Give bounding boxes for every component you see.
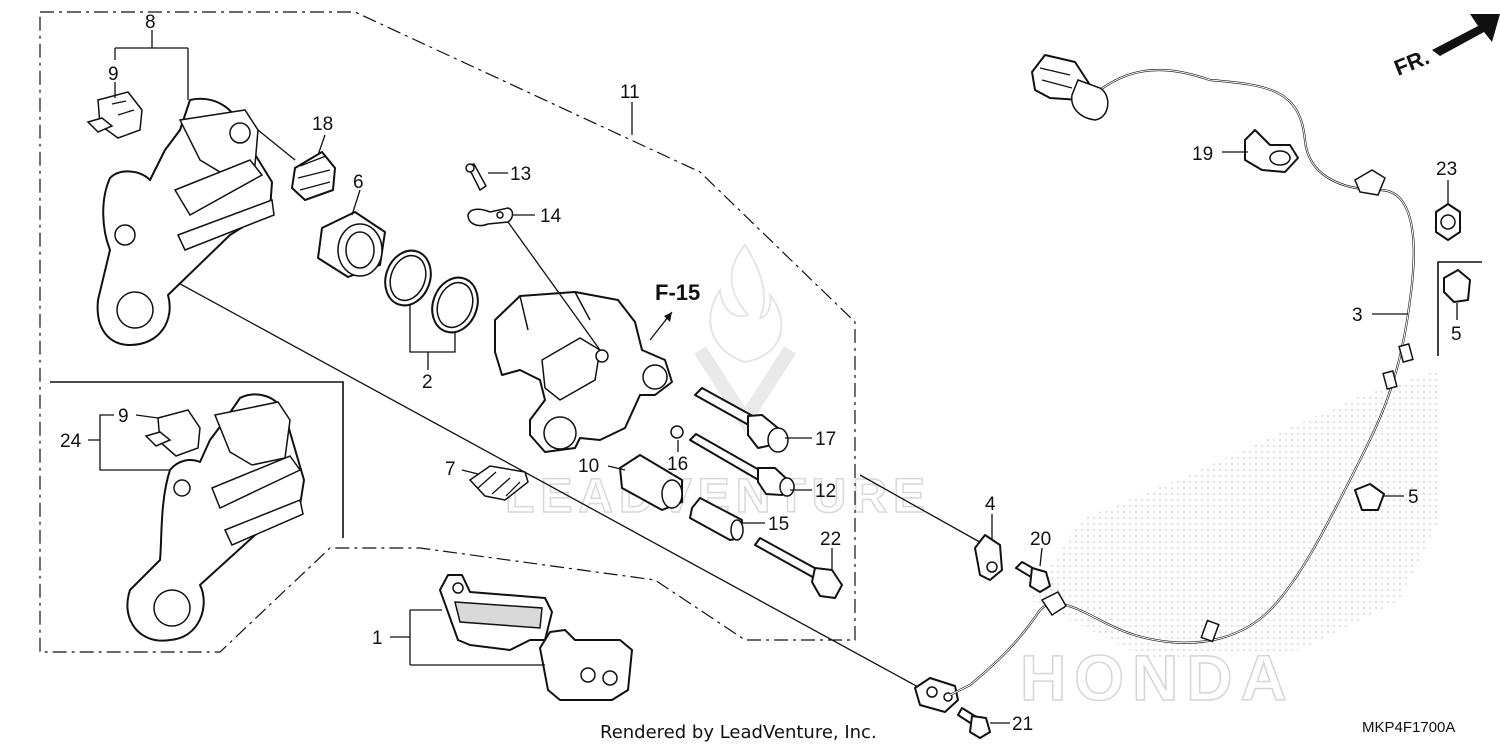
- pad-retainer-part-7: [468, 465, 529, 501]
- clip-part-5-upper: [1443, 269, 1471, 303]
- frame-lines: [39, 11, 1482, 689]
- caliper-body-part-11: [494, 291, 673, 453]
- callout-22: 22: [820, 529, 841, 550]
- callout-7: 7: [445, 459, 456, 480]
- honda-watermark: HONDA: [1020, 642, 1295, 714]
- leader-lines: [88, 30, 1458, 724]
- clamp-bracket-part-4: [974, 534, 1003, 581]
- callout-9-top: 9: [108, 64, 119, 85]
- callout-23: 23: [1436, 159, 1457, 180]
- callout-labels: 8 9 18 6 2 11 13 14 17 16 12 10 15 22 7 …: [60, 12, 1462, 735]
- bolt-part-20: [1015, 561, 1051, 593]
- callout-8: 8: [145, 12, 156, 33]
- callout-4: 4: [985, 494, 996, 515]
- clip-part-5-lower: [1354, 483, 1385, 511]
- sleeve-part-15: [689, 497, 744, 541]
- dotted-watermark-area: [1030, 370, 1440, 660]
- callout-20: 20: [1030, 529, 1051, 550]
- callout-24: 24: [60, 431, 82, 452]
- callout-16: 16: [667, 454, 688, 475]
- callout-13: 13: [510, 164, 531, 185]
- front-direction-arrow: FR.: [1391, 14, 1500, 81]
- callout-18: 18: [312, 114, 333, 135]
- alternate-bracket-part-24: [126, 393, 305, 642]
- clip-part-19: [1244, 129, 1299, 173]
- caliper-bracket-part-8: [96, 97, 275, 346]
- callout-6: 6: [353, 172, 364, 193]
- reference-label: F-15: [655, 280, 700, 305]
- boot-part-18: [291, 151, 336, 201]
- bolt-part-21: [957, 707, 991, 739]
- pad-spring-part-9: [86, 91, 143, 139]
- washer-part-16: [670, 425, 684, 439]
- clamp-part-23: [1435, 203, 1461, 241]
- reference-f15: F-15: [649, 280, 700, 341]
- bleeder-cap-part-14: [467, 207, 514, 227]
- callout-3: 3: [1352, 305, 1363, 326]
- bolt-part-22: [754, 537, 843, 599]
- brake-pads-part-1: [439, 574, 633, 701]
- sensor-cable-part-3: [949, 54, 1415, 696]
- pin-part-12: [689, 433, 795, 497]
- callout-14: 14: [540, 206, 562, 227]
- bleeder-screw-part-13: [465, 163, 487, 192]
- piston-part-6: [317, 211, 386, 278]
- wheel-speed-sensor: [914, 677, 959, 713]
- callout-9-alt: 9: [118, 406, 129, 427]
- pad-spring-part-9-alt: [144, 409, 201, 457]
- callout-12: 12: [815, 481, 836, 502]
- boot-part-10: [619, 454, 683, 511]
- seals-part-2: [384, 249, 479, 334]
- pin-bolt-part-17: [694, 387, 789, 453]
- callout-17: 17: [815, 429, 836, 450]
- callout-2: 2: [422, 372, 433, 393]
- diagram-code: MKP4F1700A: [1362, 719, 1455, 736]
- callout-5-lower: 5: [1408, 487, 1419, 508]
- direction-label: FR.: [1391, 44, 1433, 80]
- callout-15: 15: [768, 514, 789, 535]
- callout-19: 19: [1192, 144, 1213, 165]
- callout-21: 21: [1012, 714, 1033, 735]
- footer-credit: Rendered by LeadVenture, Inc.: [600, 722, 877, 743]
- callout-11: 11: [620, 82, 640, 103]
- callout-1: 1: [372, 628, 383, 649]
- callout-5-upper: 5: [1451, 324, 1462, 345]
- callout-10: 10: [578, 456, 599, 477]
